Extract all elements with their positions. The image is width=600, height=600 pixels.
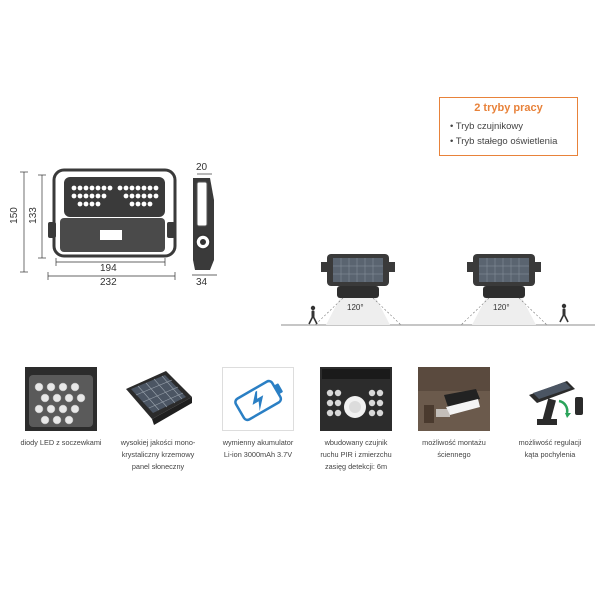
- detection-angle-right: 120°: [493, 303, 510, 312]
- dim-width-total: 232: [100, 277, 117, 288]
- usage-scenes-drawing: [281, 254, 595, 326]
- dim-depth-bottom: 34: [196, 277, 208, 288]
- work-modes-box: 2 tryby pracy • Tryb czujnikowy • Tryb s…: [439, 97, 578, 156]
- feature-caption-battery: wymienny akumulator Li-ion 3000mAh 3.7V: [222, 438, 294, 459]
- tilt-adjust-icon: [529, 381, 583, 425]
- feature-image-led: [25, 367, 97, 431]
- usage-scenes: 120° 120°: [275, 240, 600, 340]
- dim-width-body: 194: [100, 263, 117, 274]
- mode-item-sensor: • Tryb czujnikowy: [450, 121, 524, 132]
- led-lens-icon: [25, 367, 97, 431]
- mode-item-constant: • Tryb stałego oświetlenia: [450, 136, 558, 147]
- solar-panel-icon: [122, 367, 194, 431]
- feature-caption-led: diody LED z soczewkami: [20, 438, 102, 447]
- feature-image-battery: [222, 367, 294, 431]
- dim-depth-top: 20: [196, 162, 208, 173]
- feature-image-solar-panel: [122, 367, 194, 431]
- battery-icon: [234, 379, 283, 422]
- feature-image-wall-mount: [418, 367, 490, 431]
- wall-mount-icon: [418, 367, 490, 431]
- feature-caption-pir-sensor: wbudowany czujnik ruchu PIR i zmierzchu …: [320, 438, 392, 471]
- feature-caption-solar-panel: wysokiej jakości mono- krystaliczny krze…: [120, 438, 196, 471]
- feature-image-pir-sensor: [320, 367, 392, 431]
- feature-caption-tilt: możliwość regulacji kąta pochylenia: [518, 438, 582, 459]
- work-modes-title: 2 tryby pracy: [474, 102, 543, 114]
- front-view-drawing: [20, 168, 217, 280]
- pir-sensor-icon: [320, 367, 392, 431]
- feature-caption-wall-mount: możliwość montażu ściennego: [422, 438, 486, 459]
- technical-drawing: 150 133 194 232 20 34: [0, 0, 230, 300]
- detection-angle-left: 120°: [347, 303, 364, 312]
- feature-image-tilt: [515, 367, 587, 431]
